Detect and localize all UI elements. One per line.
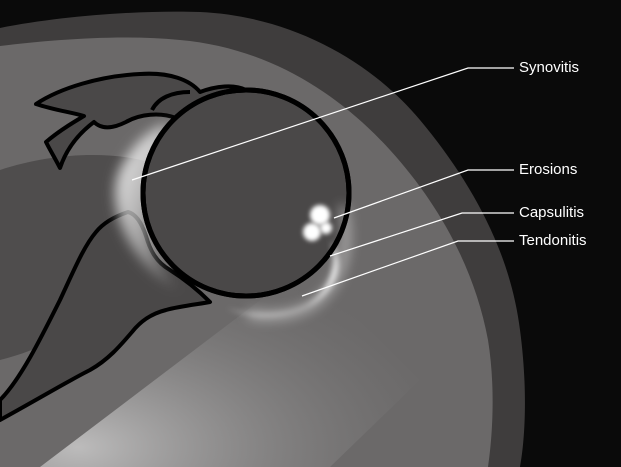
label-synovitis: Synovitis	[519, 59, 579, 77]
label-capsulitis: Capsulitis	[519, 204, 584, 222]
label-tendonitis: Tendonitis	[519, 232, 587, 250]
erosion-blob-3	[320, 222, 332, 234]
erosion-blob-1	[310, 205, 330, 225]
erosion-blob-2	[303, 223, 321, 241]
label-erosions: Erosions	[519, 161, 577, 179]
